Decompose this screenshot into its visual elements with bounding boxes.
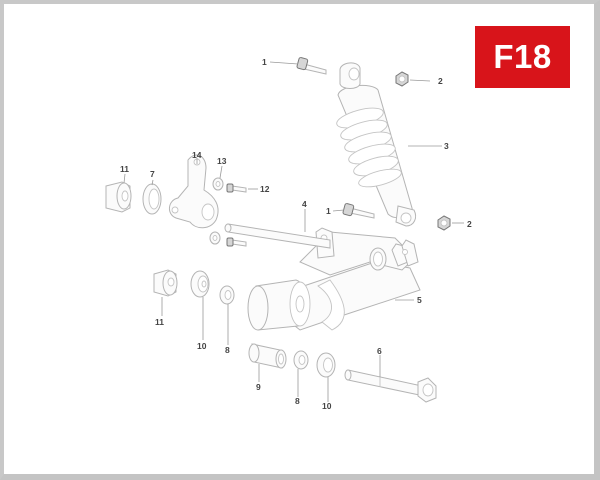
swingarm-part[interactable]	[247, 227, 421, 331]
callout-14: 14	[192, 150, 202, 160]
screw-12-part[interactable]	[226, 183, 247, 193]
pivot-bolt-6-part[interactable]	[344, 369, 437, 403]
bolt-upper-part[interactable]	[296, 57, 327, 75]
bracket-part[interactable]	[169, 154, 219, 229]
figure-code-badge: F18	[475, 26, 570, 88]
washer-7-part[interactable]	[142, 183, 162, 215]
callout-12: 12	[260, 184, 270, 194]
nut-lower-part[interactable]	[437, 215, 451, 231]
callout-11-lower: 11	[155, 317, 164, 327]
pivot-shaft-part[interactable]	[224, 223, 331, 249]
callout-10-left: 10	[197, 341, 207, 351]
washer-8-left-part[interactable]	[219, 285, 235, 305]
nut-upper-part[interactable]	[395, 71, 409, 87]
callout-3: 3	[444, 141, 449, 151]
cap-upper-part[interactable]	[105, 181, 132, 213]
callout-2-lower: 2	[467, 219, 472, 229]
washer-lower-small-part[interactable]	[209, 231, 221, 245]
callout-4: 4	[302, 199, 307, 209]
callout-8-right: 8	[295, 396, 300, 406]
callout-13: 13	[217, 156, 227, 166]
callout-1-upper: 1	[262, 57, 267, 67]
shock-absorber-part[interactable]	[335, 62, 417, 227]
washer-13-part[interactable]	[212, 177, 224, 191]
callout-1-lower: 1	[326, 206, 331, 216]
callout-11-upper: 11	[120, 164, 129, 174]
bushing-10-right-part[interactable]	[316, 352, 336, 378]
spacer-9-part[interactable]	[248, 343, 287, 369]
callout-7: 7	[150, 169, 155, 179]
bolt-lower-part[interactable]	[342, 203, 375, 219]
callout-2-upper: 2	[438, 76, 443, 86]
washer-8-right-part[interactable]	[293, 350, 309, 370]
cap-lower-part[interactable]	[153, 269, 178, 297]
callout-5: 5	[417, 295, 422, 305]
callout-labels: 1 2 3 1 2 4 5 6 7 8 8 9 10 10 11 11 12 1…	[120, 57, 472, 411]
callout-10-right: 10	[322, 401, 332, 411]
callout-8-left: 8	[225, 345, 230, 355]
screw-lower-small-part[interactable]	[226, 237, 247, 247]
callout-6: 6	[377, 346, 382, 356]
callout-9: 9	[256, 382, 261, 392]
leader-lines	[123, 61, 464, 402]
bushing-10-left-part[interactable]	[190, 270, 210, 298]
